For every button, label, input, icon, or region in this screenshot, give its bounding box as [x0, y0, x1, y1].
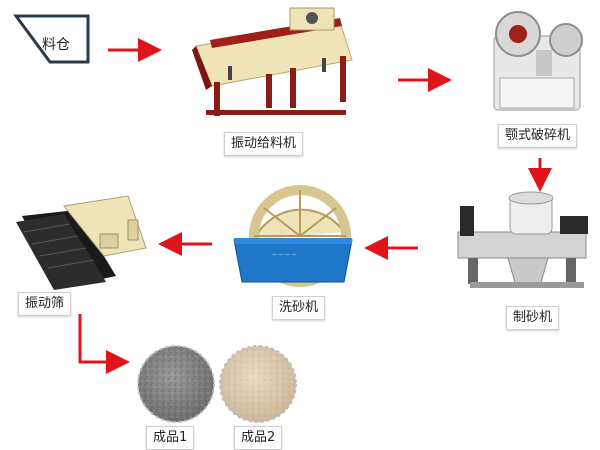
- screen-label: 振动筛: [18, 292, 72, 316]
- sand-making-machine-icon: [457, 191, 588, 288]
- hopper-label: 料仓: [42, 37, 70, 53]
- product1-gravel-icon: [137, 345, 215, 423]
- sand-washer-label: 洗砂机: [272, 296, 326, 320]
- jaw-crusher-label: 颚式破碎机: [498, 124, 578, 148]
- sand-washer-icon: — — — —: [233, 185, 353, 287]
- hopper-icon: [13, 14, 90, 64]
- product2-sand-icon: [219, 345, 297, 423]
- product2-label: 成品2: [234, 426, 283, 450]
- svg-text:— — — —: — — — —: [272, 252, 297, 258]
- vibrating-feeder-icon: [192, 7, 353, 116]
- jaw-crusher-icon: [493, 11, 583, 111]
- feeder-label: 振动给料机: [224, 132, 304, 156]
- arrow-screen-to-products: [78, 314, 130, 374]
- flow-arrows: [78, 38, 552, 374]
- vibrating-screen-icon: [16, 195, 147, 290]
- sand-maker-label: 制砂机: [506, 306, 560, 330]
- product1-label: 成品1: [146, 426, 195, 450]
